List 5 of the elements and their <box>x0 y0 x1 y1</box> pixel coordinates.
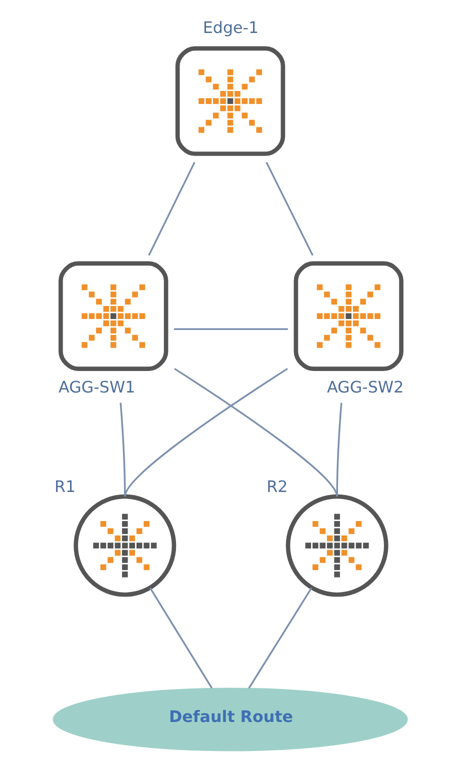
node-label: R1 <box>54 476 76 496</box>
node-label: AGG-SW1 <box>58 377 135 396</box>
node-label: R2 <box>266 476 288 496</box>
node-label: AGG-SW2 <box>326 377 404 396</box>
node-label: Edge-1 <box>202 18 258 37</box>
